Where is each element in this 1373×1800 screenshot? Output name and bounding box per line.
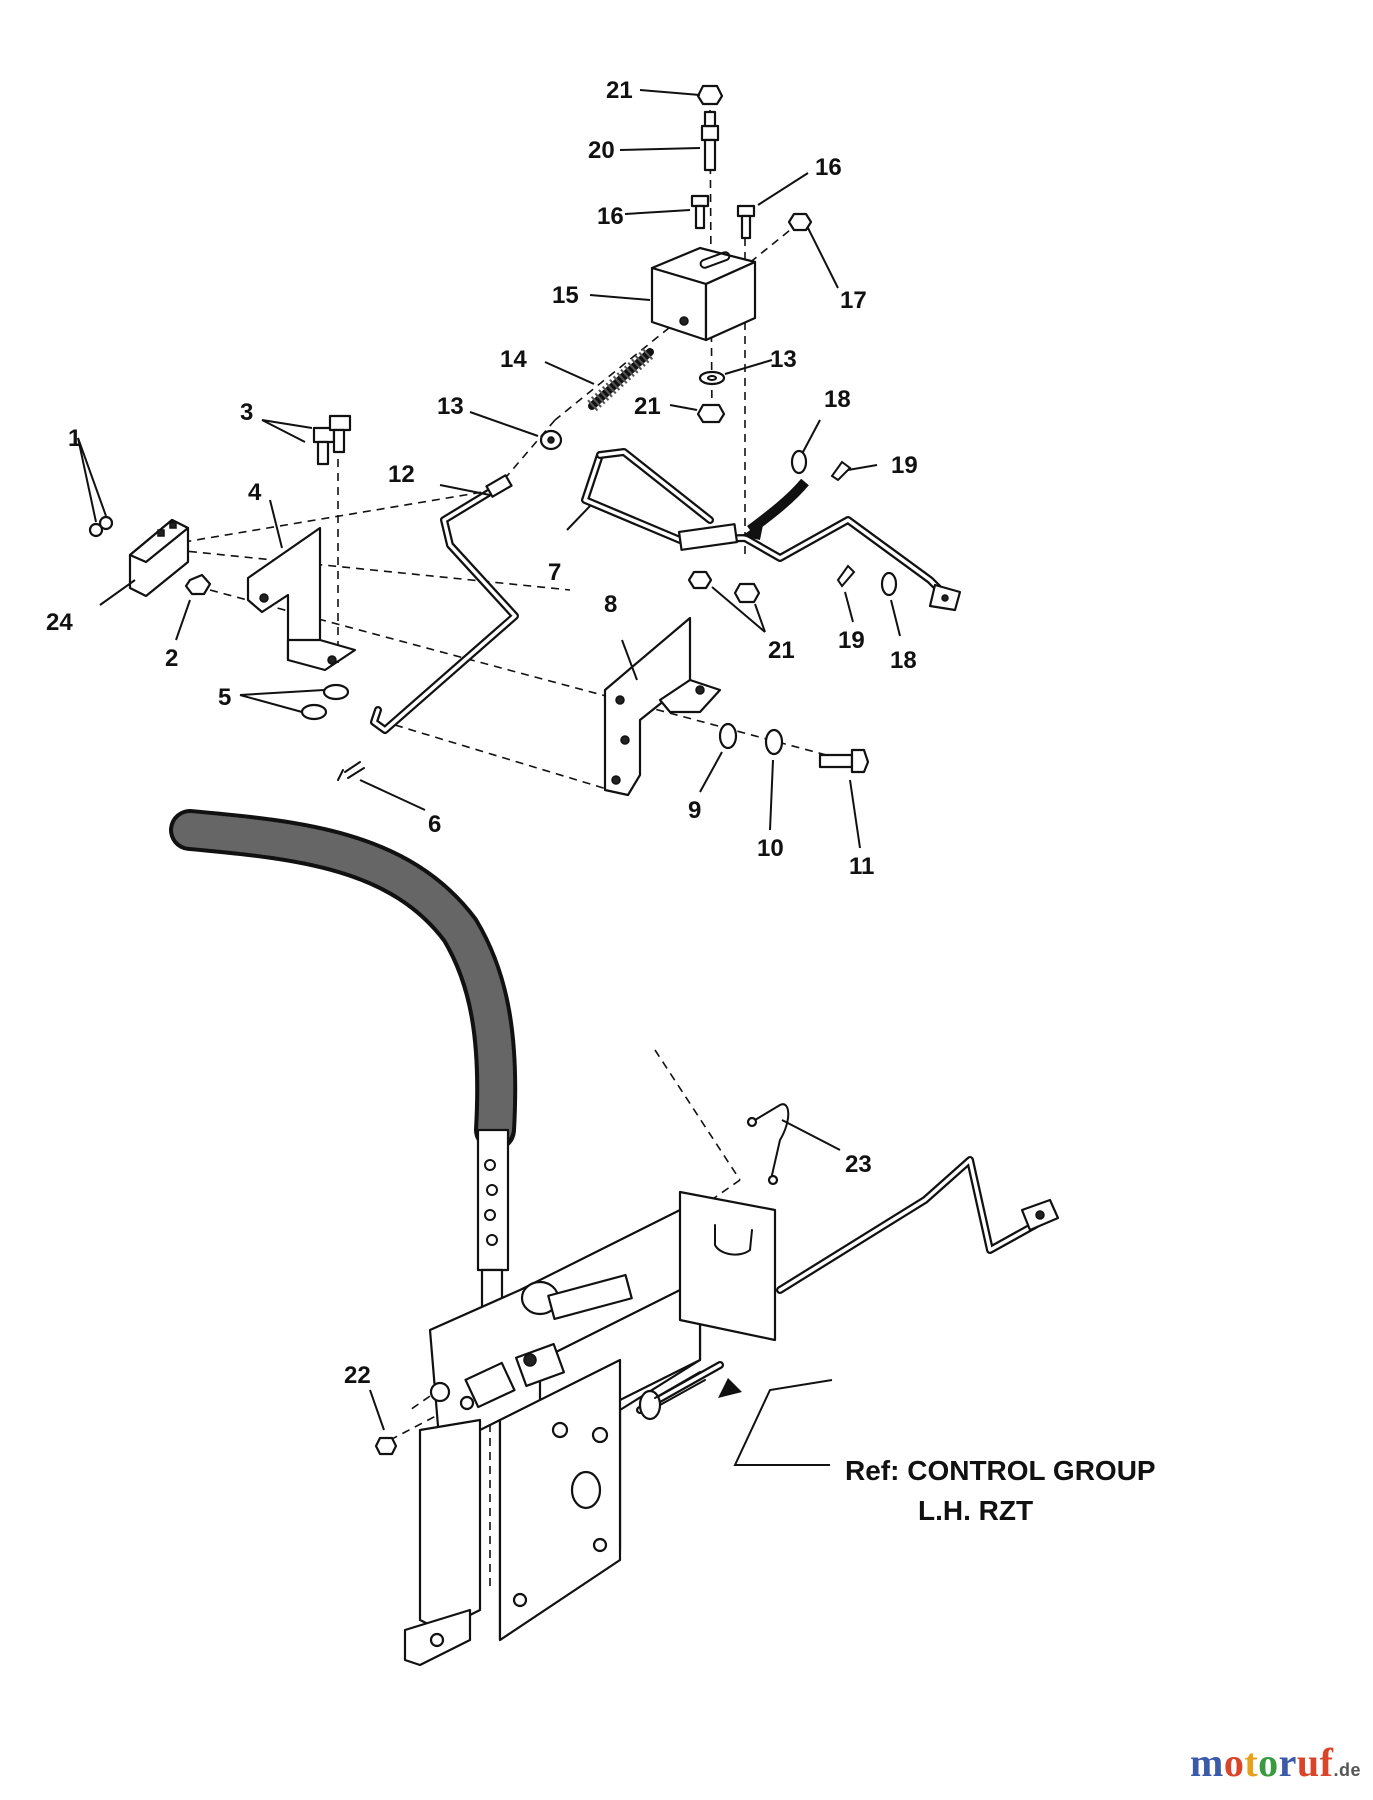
watermark-letter: r: [1278, 1740, 1297, 1785]
plate: [678, 1190, 777, 1342]
callout-11: 11: [849, 853, 874, 880]
callout-17: 17: [840, 287, 867, 314]
callout-22: 22: [344, 1362, 371, 1389]
callout-16-left: 16: [597, 203, 624, 230]
callout-19-bottom: 19: [838, 627, 865, 654]
spring-rod: [636, 1361, 724, 1421]
washer-18-top: [790, 449, 808, 475]
nut-21-mid: [696, 403, 726, 424]
nut-22: [374, 1436, 398, 1456]
leader-lines: [77, 89, 901, 1431]
arrow-indicator: [742, 478, 809, 540]
callout-4: 4: [248, 479, 262, 506]
watermark-tld: .de: [1333, 1760, 1361, 1780]
screws-1: [88, 515, 114, 538]
bolt-16-left: [690, 194, 710, 230]
callout-13-right: 13: [770, 346, 797, 373]
pivot-assembly: [514, 1273, 633, 1388]
callout-1: 1: [68, 425, 81, 452]
bolts-3: [312, 414, 352, 466]
callout-21-lower: 21: [768, 637, 795, 664]
callout-10: 10: [757, 835, 784, 862]
callout-8: 8: [604, 591, 617, 618]
nuts-21-lower: [687, 570, 761, 604]
callout-14: 14: [500, 346, 527, 373]
clip-19-bottom: [836, 564, 856, 588]
watermark-letter: o: [1258, 1740, 1279, 1785]
callout-9: 9: [688, 797, 701, 824]
wire-23: [746, 1103, 790, 1186]
callout-7: 7: [548, 559, 561, 586]
callout-21-mid: 21: [634, 393, 661, 420]
callout-15: 15: [552, 282, 579, 309]
callout-23: 23: [845, 1151, 872, 1178]
washer-18-bottom: [880, 571, 898, 597]
watermark-letter: o: [1223, 1740, 1245, 1785]
lever-7: [581, 448, 962, 612]
callout-16-right: 16: [815, 154, 842, 181]
callout-18-bottom: 18: [890, 647, 917, 674]
reference-arrow: [718, 1378, 833, 1466]
spring-14: [587, 346, 655, 412]
cotter-pin-6: [337, 761, 365, 781]
watermark-letter: uf: [1296, 1740, 1334, 1785]
callout-3: 3: [240, 399, 253, 426]
callout-21-top: 21: [606, 77, 633, 104]
stud-20: [700, 110, 720, 172]
bracket-15: [650, 246, 757, 342]
watermark-letter: m: [1189, 1740, 1224, 1785]
washer-10: [764, 728, 784, 756]
switch-24: [128, 518, 190, 598]
callouts: 21 20 16 16 17 15 14 13 21 13 12 18 19 7…: [46, 77, 918, 1389]
control-housing: [403, 1198, 702, 1667]
callout-24: 24: [46, 609, 73, 636]
washer-13-right: [698, 370, 726, 386]
callout-5: 5: [218, 684, 231, 711]
watermark-letter: t: [1244, 1740, 1259, 1785]
callout-2: 2: [165, 645, 178, 672]
nut-2: [184, 573, 212, 596]
callout-13-left: 13: [437, 393, 464, 420]
callout-6: 6: [428, 811, 441, 838]
rod-12: [370, 474, 519, 734]
callout-18-top: 18: [824, 386, 851, 413]
reference-label: Ref: CONTROL GROUP L.H. RZT: [845, 1455, 1156, 1526]
handle-grip: [169, 809, 518, 1151]
bracket-8: [603, 616, 722, 797]
callout-12: 12: [388, 461, 415, 488]
callout-19-top: 19: [891, 452, 918, 479]
control-rod: [776, 1156, 1060, 1294]
washer-13-left: [539, 429, 563, 451]
nut-21-top: [696, 84, 724, 106]
reference-line-1: Ref: CONTROL GROUP: [845, 1455, 1156, 1486]
watermark-logo: motoruf.de: [1190, 1739, 1361, 1786]
bolt-11: [818, 748, 870, 774]
bolt-16-right: [736, 204, 756, 240]
reference-line-2: L.H. RZT: [918, 1495, 1033, 1526]
clip-19-top: [830, 460, 852, 482]
nut-17: [787, 212, 813, 232]
bracket-4: [246, 526, 357, 672]
callout-20: 20: [588, 137, 615, 164]
washer-9: [718, 722, 738, 750]
